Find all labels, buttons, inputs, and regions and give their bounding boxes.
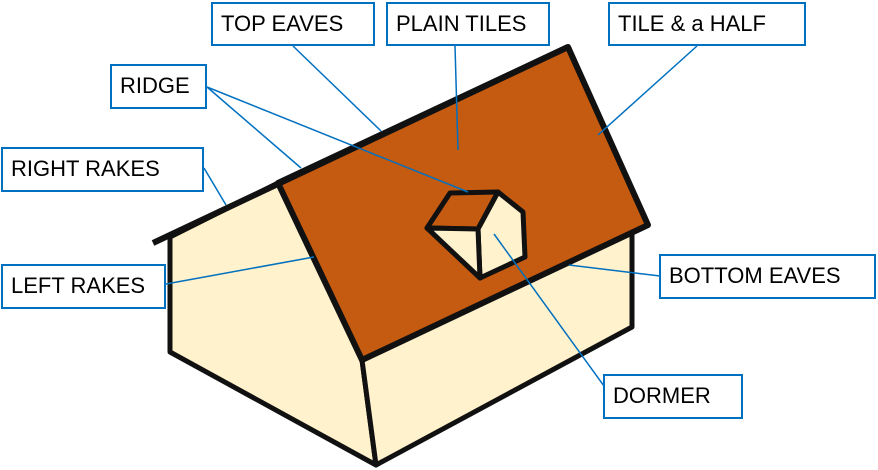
leader-ridge-1 [206, 86, 302, 169]
leader-ridge-2 [206, 86, 469, 193]
leader-plain-tiles [454, 45, 459, 151]
leader-bottom-eaves [568, 264, 661, 277]
dormer [424, 189, 528, 281]
label-dormer: DORMER [603, 374, 743, 419]
label-tile-and-a-half: TILE & a HALF [608, 2, 806, 46]
leader-tile-and-a-half [597, 45, 698, 136]
label-top-eaves: TOP EAVES [211, 2, 375, 46]
dormer-front [475, 189, 528, 281]
label-ridge: RIDGE [110, 64, 207, 109]
leader-lines [165, 45, 698, 387]
label-plain-tiles: PLAIN TILES [386, 2, 550, 46]
leader-top-eaves [292, 45, 382, 132]
leader-right-rakes [203, 167, 227, 206]
ridge-line [151, 44, 570, 246]
dormer-side [424, 225, 483, 281]
label-left-rakes: LEFT RAKES [1, 264, 166, 309]
leader-left-rakes [165, 256, 315, 285]
label-right-rakes: RIGHT RAKES [1, 147, 204, 192]
leader-dormer [493, 233, 605, 387]
label-bottom-eaves: BOTTOM EAVES [659, 254, 876, 299]
